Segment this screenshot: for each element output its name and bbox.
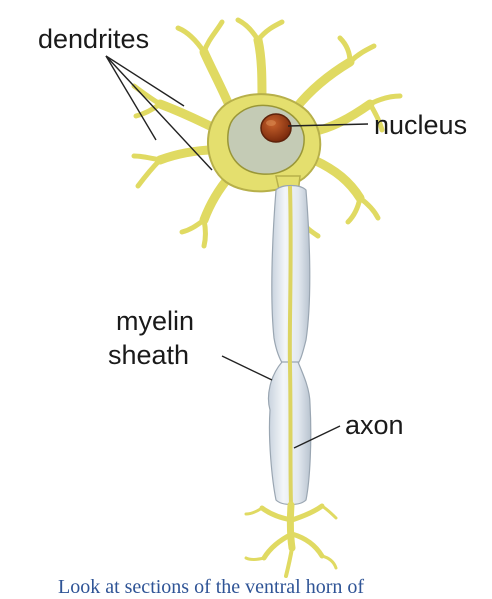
leader-axon bbox=[293, 425, 341, 449]
label-myelin-line2: sheath bbox=[108, 340, 190, 370]
leader-lines bbox=[105, 55, 369, 449]
nucleus-highlight bbox=[266, 120, 276, 126]
leader-myelin bbox=[221, 355, 273, 381]
leader-nucleus bbox=[287, 123, 369, 127]
label-myelin-line1: myelin bbox=[116, 306, 195, 336]
leader-dendrites-1 bbox=[105, 55, 185, 107]
label-nucleus: nucleus bbox=[374, 110, 468, 140]
nucleus-shape bbox=[260, 113, 292, 143]
cell-body-inner bbox=[227, 104, 305, 175]
axon-core bbox=[287, 185, 293, 506]
leader-dendrites-2 bbox=[105, 55, 157, 141]
caption-text: Look at sections of the ventral horn of bbox=[58, 576, 365, 598]
label-axon: axon bbox=[345, 410, 404, 440]
leader-dendrites-3 bbox=[105, 55, 213, 171]
label-dendrites: dendrites bbox=[38, 24, 150, 54]
axon-terminals bbox=[244, 501, 338, 578]
